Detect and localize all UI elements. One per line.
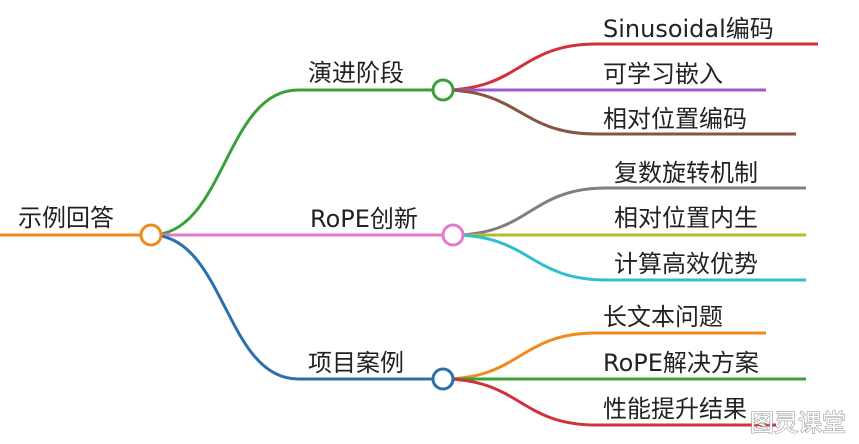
watermark: 图灵课堂 (750, 409, 846, 437)
branch-evolution-stages[interactable]: 演进阶段 (150, 59, 432, 237)
leaf-label: 计算高效优势 (614, 250, 758, 278)
leaf-label: RoPE解决方案 (603, 349, 759, 377)
branch-label: RoPE创新 (310, 205, 418, 233)
branch-project-case[interactable]: 项目案例 (150, 233, 432, 381)
leaf-label: 长文本问题 (603, 303, 723, 331)
branch-rope-innovation[interactable]: RoPE创新 (151, 205, 442, 237)
leaf-label: 可学习嵌入 (603, 60, 723, 88)
branch-label: 项目案例 (308, 349, 404, 377)
root-node-circle[interactable] (139, 223, 163, 247)
leaf-label: 复数旋转机制 (614, 159, 758, 187)
leaf-label: 相对位置内生 (614, 204, 758, 232)
leaf-learnable-embedding[interactable]: 可学习嵌入 (443, 60, 766, 92)
branch-node-circle[interactable] (431, 367, 455, 391)
branch-node-circle[interactable] (441, 223, 465, 247)
leaf-label: Sinusoidal编码 (603, 15, 774, 43)
leaf-relative-position-encoding[interactable]: 相对位置编码 (442, 88, 796, 136)
branch-node-circle[interactable] (431, 78, 455, 102)
leaf-computational-efficiency[interactable]: 计算高效优势 (452, 233, 806, 282)
branch-label: 演进阶段 (308, 59, 404, 87)
leaf-performance-result[interactable]: 性能提升结果 (442, 377, 776, 427)
root-label: 示例回答 (18, 204, 114, 232)
leaf-sinusoidal[interactable]: Sinusoidal编码 (442, 15, 818, 92)
leaf-label: 相对位置编码 (603, 105, 747, 133)
root-node[interactable]: 示例回答 (0, 204, 140, 237)
leaf-rope-solution[interactable]: RoPE解决方案 (443, 349, 806, 381)
leaf-label: 性能提升结果 (603, 395, 747, 423)
leaf-relative-position-intrinsic[interactable]: 相对位置内生 (453, 204, 806, 237)
leaf-long-text-problem[interactable]: 长文本问题 (442, 303, 766, 381)
leaf-complex-rotation[interactable]: 复数旋转机制 (452, 159, 806, 237)
